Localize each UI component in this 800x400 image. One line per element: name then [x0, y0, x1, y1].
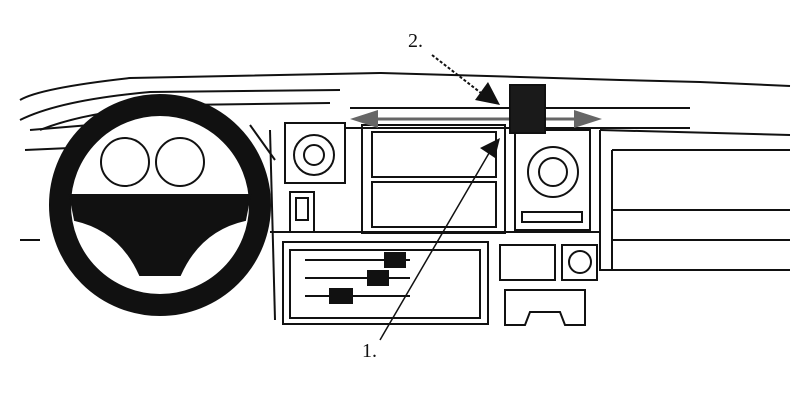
steering-wheel: [49, 94, 271, 316]
instrument-cluster: [24, 124, 276, 187]
radio-panel: [361, 124, 506, 234]
left-air-vent: [284, 122, 346, 233]
arrow-2-icon: [475, 82, 500, 105]
right-arrow-icon: [574, 110, 602, 128]
mount-bracket: [350, 84, 602, 134]
climate-control-panel: [282, 241, 598, 326]
label-1: 1.: [362, 340, 377, 362]
right-air-vent: [514, 129, 591, 231]
label-2: 2.: [408, 30, 423, 52]
callout-lines: [379, 54, 500, 341]
mount-block: [509, 84, 546, 134]
left-arrow-icon: [350, 110, 378, 128]
arrow-1-icon: [480, 138, 500, 158]
